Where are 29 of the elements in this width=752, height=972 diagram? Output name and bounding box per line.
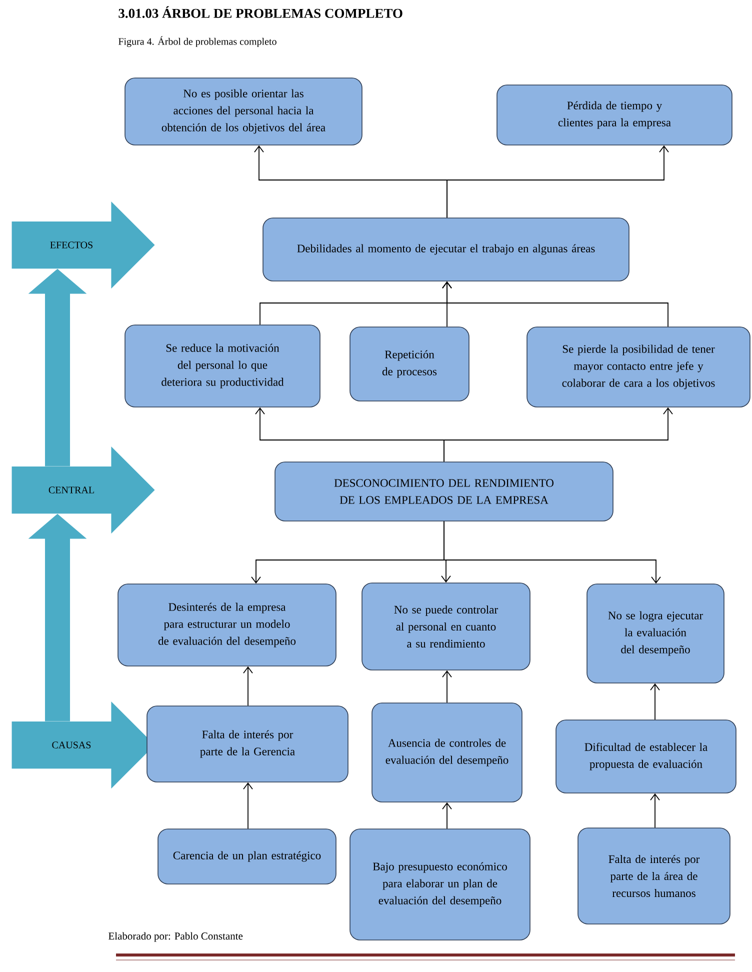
problem-box: Se reduce la motivación del personal lo que deteriora su productividad bbox=[124, 324, 320, 408]
problem-box: Pérdida de tiempo y clientes para la empresa bbox=[496, 84, 732, 146]
arrow bbox=[243, 666, 253, 706]
problem-box: Carencia de un plan estratégico bbox=[158, 828, 336, 884]
arrow bbox=[444, 407, 673, 462]
arrow bbox=[442, 802, 452, 830]
problem-box: No se logra ejecutar la evaluación del desempeño bbox=[586, 584, 724, 684]
arrow bbox=[444, 520, 661, 584]
title: 3.01.03 ÁRBOL DE PROBLEMAS COMPLETO bbox=[118, 6, 402, 18]
problem-box: Repetición de procesos bbox=[350, 326, 470, 402]
problem-box: Desinterés de la empresa para estructurar un modelo de evaluación del desempeño bbox=[118, 584, 336, 666]
arrow bbox=[442, 281, 668, 328]
arrow bbox=[446, 145, 669, 218]
problem-box: Ausencia de controles de evaluación del desempeño bbox=[372, 702, 522, 802]
problem-box: DESCONOCIMIENTO DEL RENDIMIENTO DE LOS EMPLEADOS DE LA EMPRESA bbox=[274, 462, 614, 522]
problem-box: Se pierde la posibilidad de tener mayor contacto entre jefe y colaborar de cara a los objetivos bbox=[526, 326, 750, 408]
figure-caption: Figura 4. Árbol de problemas completo bbox=[118, 36, 276, 47]
arrow bbox=[442, 670, 452, 704]
arrow bbox=[243, 782, 253, 830]
problem-box: Bajo presupuesto económico para elaborar un plan de evaluación del desempeño bbox=[350, 828, 530, 940]
arrow bbox=[650, 793, 660, 828]
arrow bbox=[650, 683, 660, 720]
problem-box: No se puede controlar al personal en cuanto a su rendimiento bbox=[362, 582, 530, 670]
credit-note: Elaborado por: Pablo Constante bbox=[108, 932, 243, 942]
problem-box: Debilidades al momento de ejecutar el trabajo en algunas áreas bbox=[262, 218, 630, 282]
problem-box: Falta de interés por parte de la Gerencia bbox=[146, 706, 348, 782]
problem-box: Falta de interés por parte de la área de recursos humanos bbox=[578, 828, 730, 924]
problem-box: No es posible orientar las acciones del personal hacia la obtención de los objetivos del área bbox=[124, 78, 362, 146]
problem-box: Dificultad de establecer la propuesta de evaluación bbox=[556, 720, 736, 794]
